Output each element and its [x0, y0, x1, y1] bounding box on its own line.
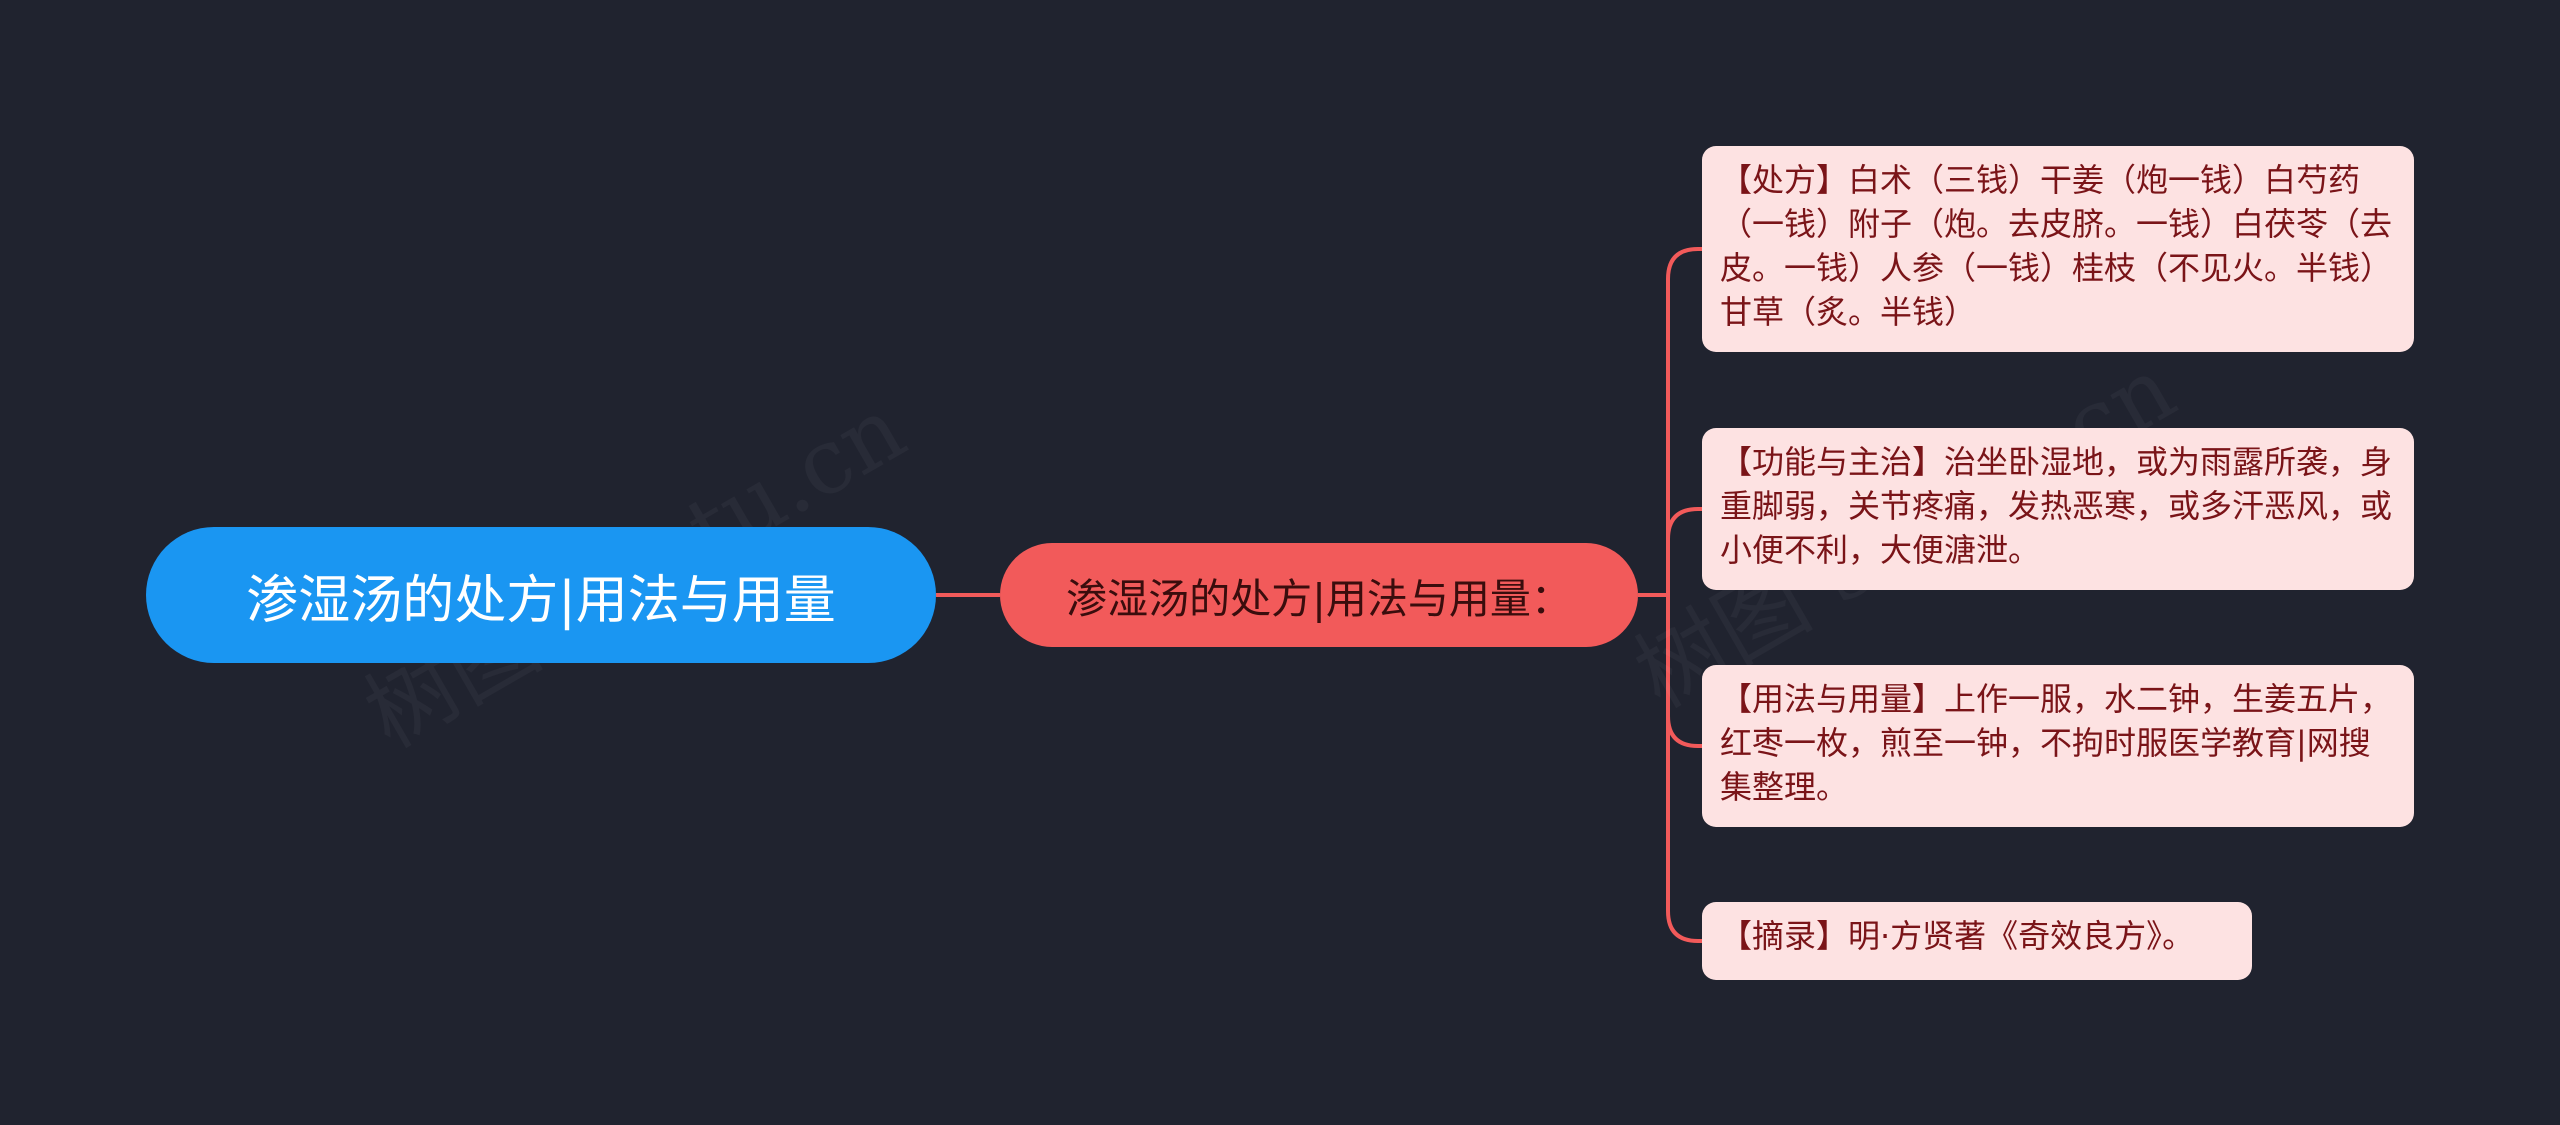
leaf-node-prescription[interactable]: 【处方】白术（三钱）干姜（炮一钱）白芍药（一钱）附子（炮。去皮脐。一钱）白茯苓（…: [1702, 146, 2414, 352]
leaf-node-text: 【用法与用量】上作一服，水二钟，生姜五片，红枣一枚，煎至一钟，不拘时服医学教育|…: [1720, 680, 2393, 806]
leaf-node-usage[interactable]: 【用法与用量】上作一服，水二钟，生姜五片，红枣一枚，煎至一钟，不拘时服医学教育|…: [1702, 665, 2414, 827]
leaf-node-indications[interactable]: 【功能与主治】治坐卧湿地，或为雨露所袭，身重脚弱，关节疼痛，发热恶寒，或多汗恶风…: [1702, 428, 2414, 590]
branch-connector-1: [1666, 247, 1702, 595]
root-node-label: 渗湿汤的处方|用法与用量: [246, 570, 836, 631]
topic-node[interactable]: 渗湿汤的处方|用法与用量：: [1000, 543, 1638, 647]
leaf-node-text: 【处方】白术（三钱）干姜（炮一钱）白芍药（一钱）附子（炮。去皮脐。一钱）白茯苓（…: [1720, 161, 2393, 331]
leaf-node-text: 【摘录】明·方贤著《奇效良方》。: [1720, 917, 2195, 955]
topic-node-label: 渗湿汤的处方|用法与用量：: [1066, 575, 1572, 623]
branch-connector-2: [1666, 507, 1702, 595]
leaf-node-source[interactable]: 【摘录】明·方贤著《奇效良方》。: [1702, 902, 2252, 980]
branch-connector-3: [1666, 595, 1702, 748]
root-node[interactable]: 渗湿汤的处方|用法与用量: [146, 527, 936, 663]
branch-connector-4: [1666, 595, 1702, 943]
leaf-node-text: 【功能与主治】治坐卧湿地，或为雨露所袭，身重脚弱，关节疼痛，发热恶寒，或多汗恶风…: [1720, 443, 2393, 569]
